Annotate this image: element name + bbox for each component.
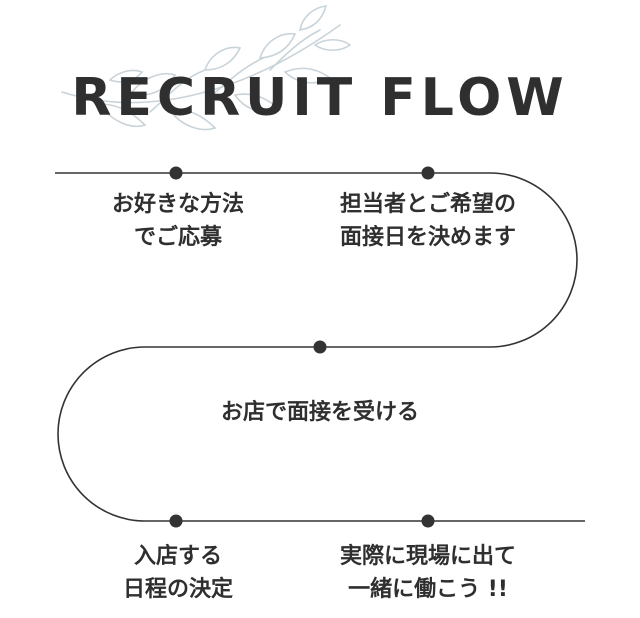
step-1-line-1: お好きな方法 xyxy=(111,192,244,217)
step-5-dot xyxy=(421,514,435,528)
step-1-line-2: でご応募 xyxy=(133,225,222,250)
step-2-line-2: 面接日を決めます xyxy=(339,225,516,250)
step-2-line-1: 担当者とご希望の xyxy=(339,192,516,217)
step-4-line-1: 入店する xyxy=(133,544,222,569)
step-1-text: お好きな方法 でご応募 xyxy=(78,188,278,254)
page-title: RECRUIT FLOW xyxy=(71,68,569,128)
step-4-dot xyxy=(169,514,183,528)
leaf-branch-decoration xyxy=(61,5,352,131)
step-5-text: 実際に現場に出て 一緒に働こう !! xyxy=(312,540,544,606)
step-4-line-2: 日程の決定 xyxy=(122,577,233,602)
step-4-text: 入店する 日程の決定 xyxy=(78,540,278,606)
step-3-line-1: お店で面接を受ける xyxy=(220,400,419,425)
step-1-dot xyxy=(169,166,183,180)
step-2-text: 担当者とご希望の 面接日を決めます xyxy=(312,188,544,254)
step-5-line-2: 一緒に働こう !! xyxy=(348,577,508,602)
step-3-dot xyxy=(313,340,327,354)
step-3-text: お店で面接を受ける xyxy=(170,396,470,429)
step-2-dot xyxy=(421,166,435,180)
step-5-line-1: 実際に現場に出て xyxy=(339,544,516,569)
